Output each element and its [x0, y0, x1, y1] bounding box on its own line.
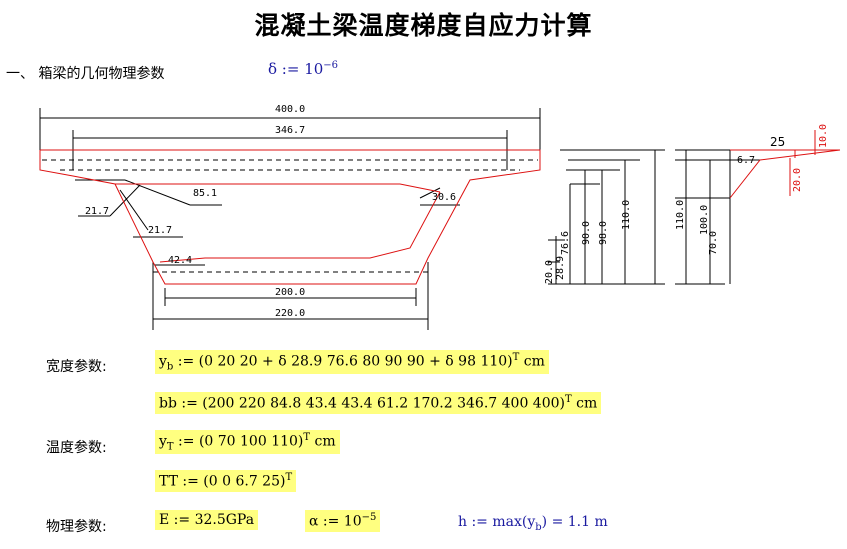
h-tail: ) = 1.1 m: [541, 514, 608, 530]
dim-web-width: 346.7: [275, 125, 305, 136]
dim-bottom-200: 200.0: [275, 287, 305, 298]
dim-bottom-220: 220.0: [275, 308, 305, 319]
page-title: 混凝土梁温度梯度自应力计算: [254, 11, 593, 40]
h-equation[interactable]: h := max(yb) = 1.1 m: [458, 514, 608, 533]
dim-217b: 21.7: [148, 225, 172, 236]
yt-equation[interactable]: yT := (0 70 100 110)T cm: [155, 430, 340, 455]
dim-h-1100: 110.0: [621, 200, 632, 230]
alpha-sup: −5: [361, 512, 377, 523]
bb-sup: T: [564, 394, 572, 405]
dim-h-766: 76.6: [560, 231, 571, 255]
dim-h-289: 28.9: [555, 256, 566, 280]
yb-sub: b: [166, 361, 174, 373]
yb-unit: cm: [523, 353, 545, 370]
red-200: 20.0: [792, 168, 803, 192]
e-body: E := 32.5GPa: [159, 512, 255, 528]
phys-params-label: 物理参数:: [46, 519, 107, 535]
tt-sup: T: [285, 472, 293, 483]
alpha-body: α := 10: [309, 513, 362, 530]
yt-unit: cm: [314, 433, 336, 450]
yb-equation[interactable]: yb := (0 20 20 + δ 28.9 76.6 80 90 90 + …: [155, 350, 549, 375]
h-body: h := max(y: [458, 514, 536, 530]
dim-t-700: 70.0: [708, 231, 719, 255]
yt-var: y: [159, 433, 167, 450]
dim-t-1100: 110.0: [675, 200, 686, 230]
yb-sup: T: [512, 352, 520, 363]
dim-h-980: 98.0: [598, 221, 609, 245]
section-heading: 一、 箱梁的几何物理参数: [6, 66, 165, 82]
yb-body: := (0 20 20 + δ 28.9 76.6 80 90 90 + δ 9…: [173, 353, 513, 370]
dim-217a: 21.7: [85, 206, 109, 217]
dim-t-1000: 100.0: [699, 205, 710, 235]
delta-exp: −6: [323, 60, 339, 71]
e-equation[interactable]: E := 32.5GPa: [155, 510, 259, 530]
tt-equation[interactable]: TT := (0 0 6.7 25)T: [155, 470, 297, 492]
red-10: 10.0: [818, 124, 829, 148]
yb-var: y: [159, 353, 167, 370]
temp-params-label: 温度参数:: [46, 440, 107, 456]
bb-body: bb := (200 220 84.8 43.4 43.4 61.2 170.2…: [159, 395, 565, 412]
width-params-label: 宽度参数:: [46, 359, 107, 375]
temp-67: 6.7: [737, 155, 755, 166]
yt-body: := (0 70 100 110): [173, 433, 304, 450]
dim-h-200: 20.0: [544, 260, 555, 284]
yt-sub: T: [166, 441, 174, 453]
yt-sup: T: [303, 432, 311, 443]
h-sub: b: [535, 521, 542, 533]
delta-lhs: δ := 10: [268, 60, 324, 78]
dim-424: 42.4: [168, 255, 192, 266]
bb-unit: cm: [576, 395, 598, 412]
dim-h-900: 90.0: [581, 221, 592, 245]
dim-85: 85.1: [193, 188, 217, 199]
temp-25: 25: [770, 135, 785, 149]
dim-306: 30.6: [432, 192, 456, 203]
dim-top-width: 400.0: [275, 104, 305, 115]
alpha-equation[interactable]: α := 10−5: [305, 510, 381, 532]
tt-body: TT := (0 0 6.7 25): [159, 473, 286, 490]
bb-equation[interactable]: bb := (200 220 84.8 43.4 43.4 61.2 170.2…: [155, 392, 602, 414]
delta-definition[interactable]: δ := 10−6: [268, 60, 338, 78]
